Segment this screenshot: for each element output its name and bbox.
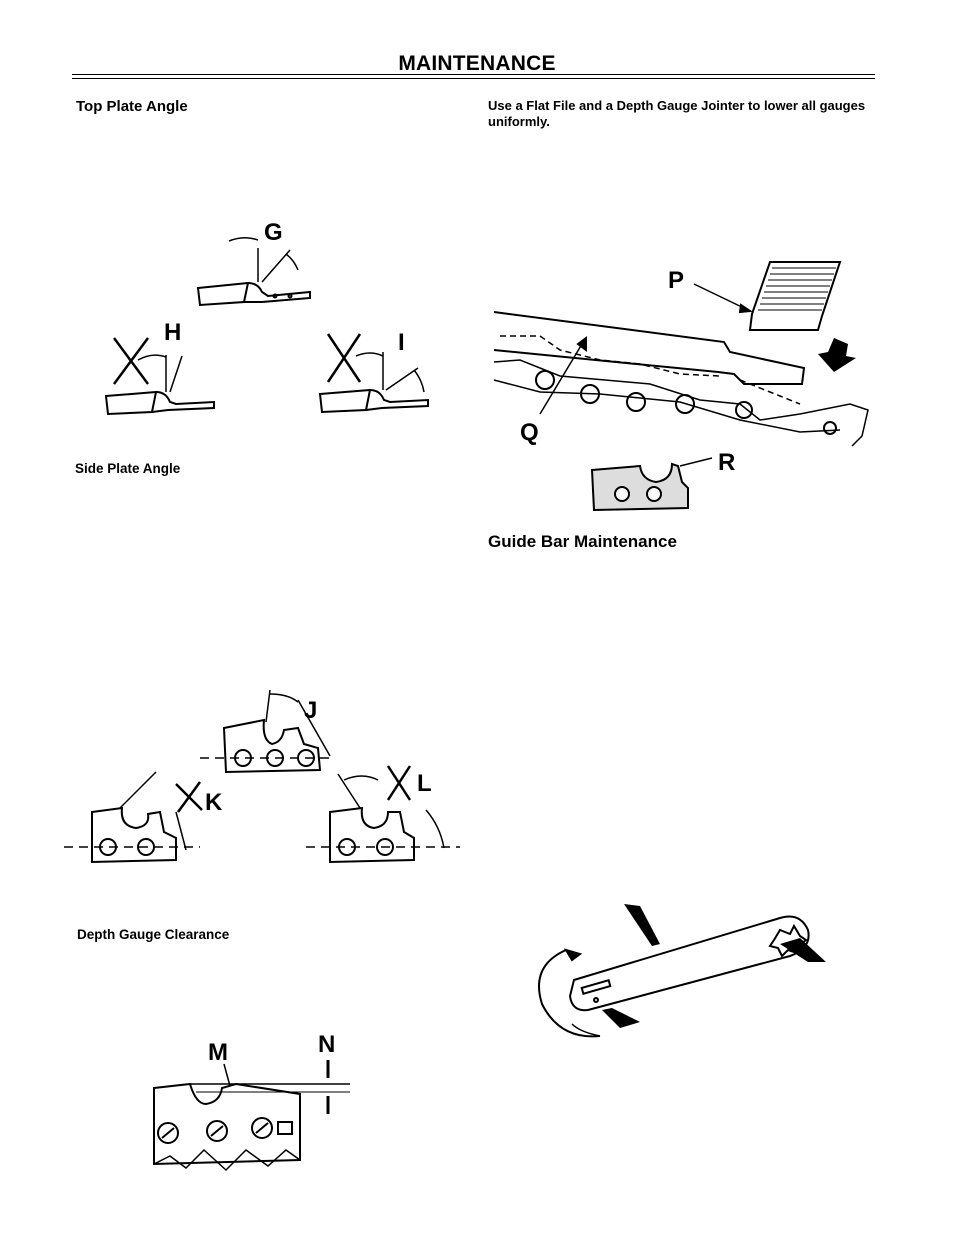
label-g: G (264, 219, 283, 246)
cutter-wrong-side-plate-k (64, 771, 203, 864)
label-h: H (164, 319, 181, 346)
header-rule-thin (72, 78, 875, 79)
top-plate-angle-heading: Top Plate Angle (76, 98, 188, 115)
side-plate-angle-heading: Side Plate Angle (75, 461, 181, 476)
label-m: M (208, 1039, 228, 1066)
cutter-correct-side-plate (200, 689, 334, 774)
guide-bar-maintenance-heading: Guide Bar Maintenance (488, 532, 677, 551)
label-p: P (668, 267, 684, 294)
guide-bar (568, 915, 810, 1012)
jointer-instruction: Use a Flat File and a Depth Gauge Jointe… (488, 98, 866, 129)
label-k: K (205, 789, 223, 816)
push-arrow (818, 338, 856, 372)
cutter-correct-top-plate (196, 237, 311, 307)
cutter-too-high-top-plate (318, 333, 429, 414)
label-i: I (398, 329, 405, 356)
cutter-too-low-top-plate (104, 337, 215, 416)
cutter-wrong-side-plate-l (306, 765, 460, 864)
label-n: N (318, 1031, 335, 1058)
header-rule (72, 74, 875, 75)
label-l: L (417, 770, 432, 797)
depth-gauge-tooth (590, 457, 713, 512)
depth-gauge-clearance-heading: Depth Gauge Clearance (77, 927, 230, 942)
flat-file (693, 261, 842, 331)
label-r: R (718, 449, 735, 476)
depth-gauge-jointer (493, 311, 869, 447)
page-title: MAINTENANCE (398, 52, 556, 75)
label-j: J (304, 697, 317, 724)
label-q: Q (520, 419, 539, 446)
